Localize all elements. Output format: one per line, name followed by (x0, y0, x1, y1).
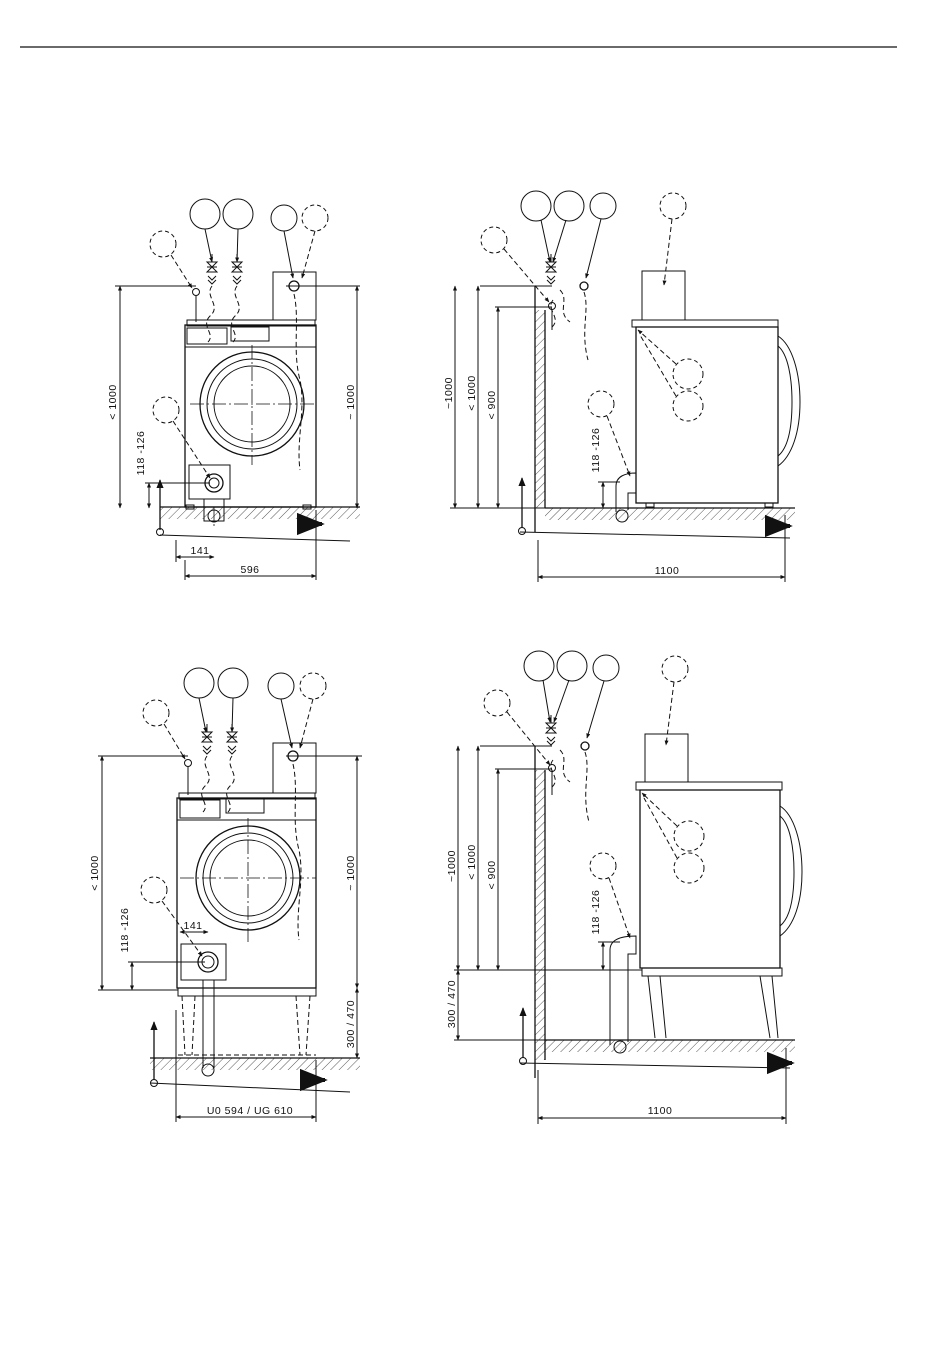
dim-height-lt: < 1000 (89, 855, 101, 890)
dim-drain-offset: 141 (183, 920, 202, 932)
side-view-bottom: ~1000 < 1000 < 900 118 -126 300 / 470 11… (446, 651, 802, 1124)
side-view-top: ~1000 < 1000 < 900 118 -126 1100 (443, 191, 800, 582)
dim-height-lt-900: < 900 (486, 390, 498, 419)
dim-height-lt-1000: < 1000 (466, 844, 478, 879)
dim-height-approx: ~ 1000 (345, 855, 357, 890)
front-view-top: < 1000 ~ 1000 118 -126 141 596 (107, 199, 360, 580)
dim-drain-height: 118 -126 (590, 428, 602, 473)
dim-plinth-height: 300 / 470 (345, 1000, 357, 1048)
dim-depth: 1100 (655, 565, 680, 577)
dim-height-lt-900: < 900 (486, 860, 498, 889)
dim-height-approx: ~1000 (446, 850, 458, 882)
dim-drain-height: 118 -126 (119, 908, 131, 953)
dim-plinth-height: 300 / 470 (446, 980, 458, 1028)
dim-width: 596 (240, 564, 259, 576)
dim-height-approx: ~1000 (443, 377, 455, 409)
dim-depth: 1100 (648, 1105, 673, 1117)
dim-height-lt-1000: < 1000 (466, 375, 478, 410)
dim-height-lt: < 1000 (107, 384, 119, 419)
front-view-bottom: < 1000 ~ 1000 118 -126 141 300 / 470 U0 … (89, 668, 362, 1122)
dim-height-approx: ~ 1000 (345, 384, 357, 419)
dim-drain-height: 118 -126 (135, 431, 147, 476)
dim-drain-offset: 141 (190, 545, 209, 557)
dim-width: U0 594 / UG 610 (207, 1105, 293, 1117)
dim-drain-height: 118 -126 (590, 890, 602, 935)
